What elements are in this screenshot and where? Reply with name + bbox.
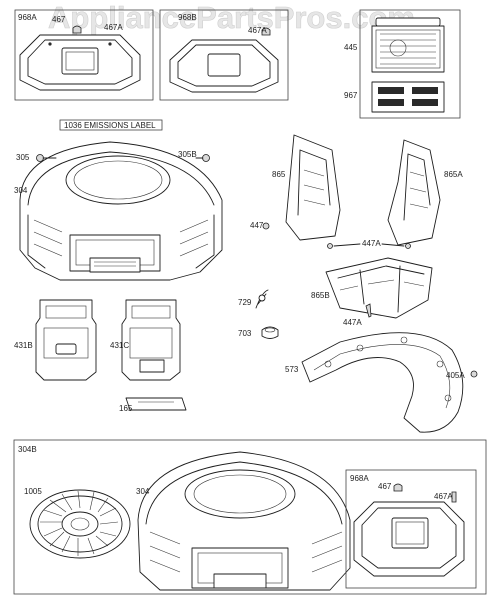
screw-305B-icon — [202, 154, 210, 162]
air-filter-445 — [371, 25, 445, 73]
screw-447A-right-icon — [405, 243, 411, 249]
label-573: 573 — [285, 365, 299, 374]
part-729-703[interactable]: 729 703 — [238, 289, 279, 339]
flywheel-fan-1005 — [29, 489, 131, 559]
screw-305-icon — [36, 154, 44, 162]
box-304B-frame — [13, 439, 487, 595]
gasket-165 — [125, 397, 187, 411]
label-431B: 431B — [14, 341, 33, 350]
label-703: 703 — [238, 329, 252, 338]
screw-447-icon — [262, 222, 270, 230]
emissions-label-text: 1036 EMISSIONS LABEL — [64, 121, 156, 130]
label-729: 729 — [238, 298, 252, 307]
part-968A-box[interactable]: 968A 467 467A — [14, 9, 154, 101]
screw-467A-bottom-right-icon — [451, 491, 457, 503]
label-968A-top: 968A — [18, 13, 37, 22]
label-447A-mid: 447A — [362, 239, 381, 248]
label-305B: 305B — [178, 150, 197, 159]
backplate-573 — [301, 332, 464, 433]
screw-467-icon — [72, 25, 82, 34]
label-467A-top: 467A — [104, 23, 123, 32]
box-968A-bottom-frame — [345, 469, 477, 589]
label-865B: 865B — [311, 291, 330, 300]
baffle-865A — [387, 139, 441, 246]
label-165: 165 — [119, 404, 133, 413]
cover-window — [61, 47, 99, 75]
label-865A: 865A — [444, 170, 463, 179]
screw-447A-left-icon — [327, 243, 333, 249]
screw-467-bottom-icon — [393, 483, 403, 492]
box-968B-frame — [159, 9, 289, 101]
part-865B-baffle[interactable]: 865B 447A — [311, 257, 433, 327]
box-445-frame — [359, 9, 461, 119]
part-304B-box[interactable]: 304B 1005 304 968A 4 — [13, 439, 487, 595]
label-304-bottom: 304 — [136, 487, 150, 496]
baffle-865B — [325, 257, 433, 319]
blower-housing-304-bottom — [137, 451, 351, 591]
box-968A-frame — [14, 9, 154, 101]
label-405A: 405A — [446, 371, 465, 380]
pre-cleaner-967 — [371, 81, 445, 113]
label-1005: 1005 — [24, 487, 42, 496]
label-304-top: 304 — [14, 186, 28, 195]
air-guide-431C — [121, 299, 181, 381]
label-467A-bottom-right: 467A — [434, 492, 453, 501]
label-445: 445 — [344, 43, 358, 52]
watermark-text: AppliancePartsPros.com — [48, 0, 415, 35]
housing-opening — [65, 155, 171, 205]
label-467-bottom: 467 — [378, 482, 392, 491]
label-967: 967 — [344, 91, 358, 100]
label-968B: 968B — [178, 13, 197, 22]
label-305: 305 — [16, 153, 30, 162]
part-968B-box[interactable]: 968B 467A — [159, 9, 289, 101]
part-445-967-box[interactable]: 445 967 — [344, 9, 461, 119]
label-865: 865 — [272, 170, 286, 179]
clamp-703 — [261, 326, 279, 339]
screw-467A-icon — [261, 27, 271, 36]
emissions-label-frame — [59, 119, 163, 131]
screw-447A-bottom-icon — [365, 303, 372, 318]
air-guide-431B — [35, 299, 97, 381]
part-573-backplate[interactable]: 573 405A — [285, 332, 478, 433]
part-304-housing-top[interactable]: 305 305B 304 — [14, 141, 223, 281]
label-968A-bottom: 968A — [350, 474, 369, 483]
screw-405A-icon — [470, 370, 478, 378]
label-431C: 431C — [110, 341, 129, 350]
cover-968B-window — [207, 53, 241, 77]
part-865-baffles[interactable]: 865 865A 447 447A — [250, 134, 463, 249]
label-447: 447 — [250, 221, 264, 230]
label-447A-bottom: 447A — [343, 318, 362, 327]
air-filter-handle — [375, 17, 441, 27]
label-304B: 304B — [18, 445, 37, 454]
label-467A-mid: 467A — [248, 26, 267, 35]
label-467-top: 467 — [52, 15, 66, 24]
part-431-guides[interactable]: 431B 431C 165 — [14, 299, 187, 413]
